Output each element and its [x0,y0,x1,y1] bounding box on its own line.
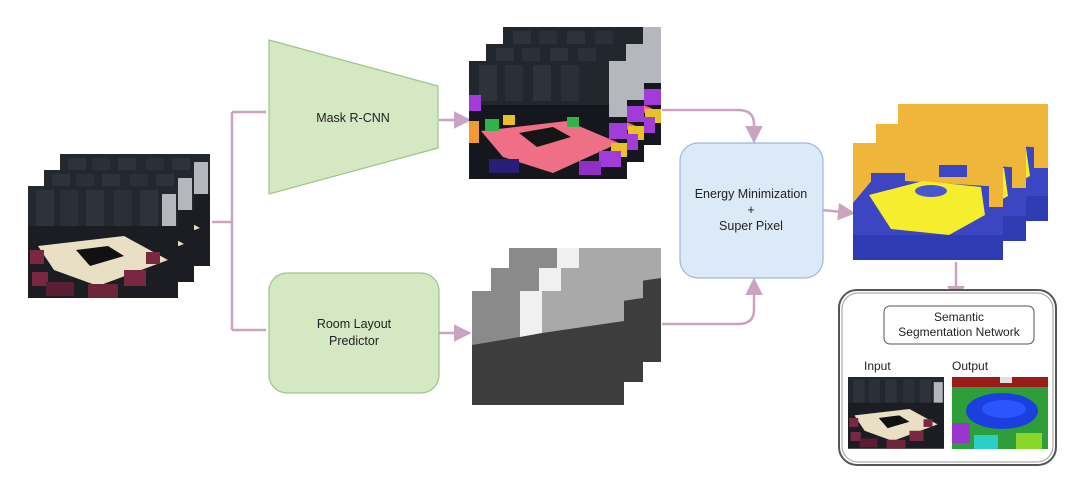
semantic-network-panel: Semantic Segmentation Network Input Outp… [838,289,1057,466]
energy-label-line3: Super Pixel [719,219,783,233]
room-layout-box [268,272,440,394]
network-input-image [848,377,944,449]
energy-minimization-node: Energy Minimization + Super Pixel [679,142,824,279]
layout-output-stack [472,248,661,405]
semantic-network-label-line2: Segmentation Network [898,325,1020,339]
layout-image-front [472,291,624,405]
input-image-stack [28,154,210,298]
mask-output-stack [469,27,661,179]
arrow-layout-to-energy [662,277,763,326]
connector-input-split [212,112,234,330]
energy-label-plus: + [747,203,754,217]
room-layout-label-line2: Predictor [329,334,379,348]
mask-rcnn-shape [268,39,439,195]
mask-image-front [469,61,627,179]
arrow-energy-to-seg [821,202,856,221]
mask-rcnn-node: Mask R-CNN [268,39,439,195]
segmentation-output-stack [853,104,1048,260]
input-label: Input [864,359,891,373]
seg-image-front [853,143,1003,260]
energy-minimization-box [679,142,824,279]
room-layout-label: Room Layout [317,317,392,331]
output-label: Output [952,359,989,373]
mask-rcnn-label: Mask R-CNN [316,111,390,125]
room-layout-node: Room Layout Predictor [268,272,440,394]
network-panel-inner-frame [841,292,1054,463]
arrow-masks-to-energy [662,108,763,144]
network-output-image [952,377,1048,449]
semantic-network-label: Semantic [934,310,984,324]
input-image-front [28,186,178,298]
semantic-network-box [883,305,1035,345]
energy-label-line1: Energy Minimization [695,187,808,201]
